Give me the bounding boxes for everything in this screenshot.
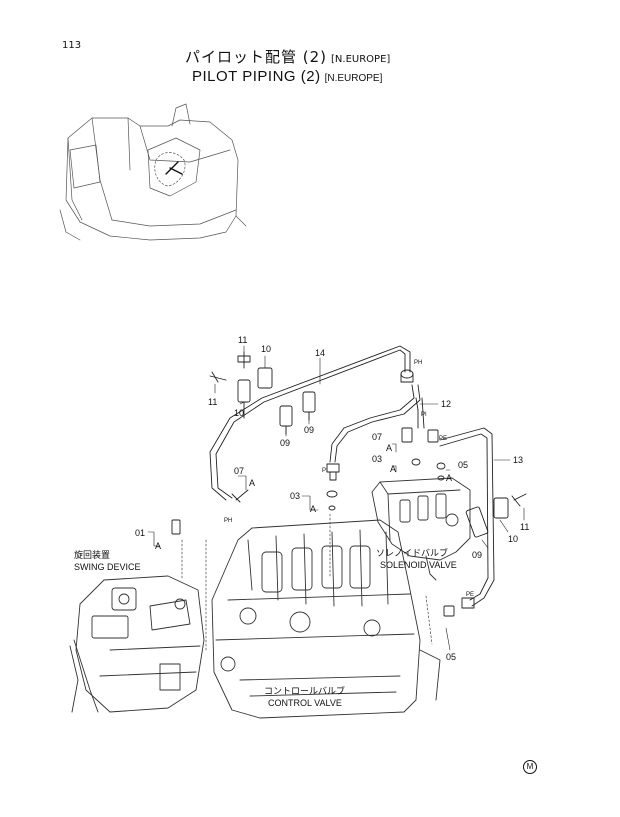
- caption-control-jp: コントロールバルブ: [264, 685, 345, 696]
- callout-09-left: 09: [280, 438, 290, 448]
- port-marks: PH PH PI PI PE PE: [224, 360, 474, 598]
- port-ph-lower: PH: [224, 518, 232, 524]
- callout-labels: 11 10 14 11 10 09 09 12 13 07 03 A A 05 …: [135, 335, 529, 662]
- callout-a-5: A: [310, 504, 316, 514]
- callout-11-right: 11: [520, 522, 529, 532]
- caption-control-en: CONTROL VALVE: [268, 698, 342, 708]
- title-english: PILOT PIPING (2)[N.EUROPE]: [192, 68, 382, 85]
- title-en-region: [N.EUROPE]: [324, 73, 383, 84]
- title-japanese: パイロット配管 (2)[N.EUROPE]: [185, 46, 390, 67]
- callout-09-mid: 09: [304, 425, 314, 435]
- callout-09-right: 09: [472, 550, 482, 560]
- callout-07-left: 07: [234, 466, 244, 476]
- leader-lines: [147, 345, 525, 651]
- callout-05-upper: 05: [458, 460, 468, 470]
- callout-10-right: 10: [508, 534, 518, 544]
- callout-10-top: 10: [261, 344, 271, 354]
- callout-11-top: 11: [238, 335, 247, 345]
- page-number: 113: [62, 40, 82, 51]
- callout-a-4: A: [446, 473, 452, 483]
- callout-a-3: A: [390, 464, 396, 474]
- title-jp-region: [N.EUROPE]: [331, 54, 391, 65]
- title-en-text: PILOT PIPING (2): [192, 68, 321, 85]
- caption-solenoid-jp: ソレノイドバルブ: [376, 547, 448, 558]
- callout-12: 12: [441, 399, 451, 409]
- footer-m-mark: M: [523, 760, 537, 774]
- callout-03-right: 03: [372, 454, 382, 464]
- port-pi-lower: PI: [322, 468, 328, 474]
- pilot-pipe-12: [326, 384, 425, 481]
- caption-swing-en: SWING DEVICE: [74, 562, 141, 572]
- caption-swing-jp: 旋回装置: [74, 549, 110, 560]
- callout-10-mid: 10: [234, 408, 244, 418]
- caption-solenoid-en: SOLENOID VALVE: [380, 560, 457, 570]
- swing-device-assembly: [69, 575, 205, 713]
- port-pi-upper: PI: [421, 412, 427, 418]
- callout-a-1: A: [249, 478, 255, 488]
- callout-13: 13: [513, 455, 523, 465]
- callout-07-right: 07: [372, 432, 382, 442]
- callout-14: 14: [315, 348, 325, 358]
- pilot-pipe-13: [439, 427, 495, 609]
- callout-03-mid: 03: [290, 491, 300, 501]
- excavator-locator-sketch: [59, 103, 247, 241]
- port-ph-upper: PH: [414, 360, 422, 366]
- clamp-group-right: [465, 493, 527, 538]
- port-pe-upper: PE: [439, 436, 447, 442]
- callout-11-left: 11: [208, 397, 217, 407]
- pilot-pipe-14: [209, 345, 414, 501]
- fittings-column: [171, 427, 455, 617]
- callout-05-lower: 05: [446, 652, 456, 662]
- control-valve-assembly: [211, 519, 441, 719]
- port-pe-lower: PE: [466, 592, 474, 598]
- callout-a-swing: A: [155, 541, 161, 551]
- callout-01: 01: [135, 528, 145, 538]
- title-jp-text: パイロット配管 (2): [185, 48, 328, 66]
- clamp-group-upper: [209, 351, 316, 435]
- callout-a-2: A: [386, 443, 392, 453]
- component-captions: 旋回装置 SWING DEVICE ソレノイドバルブ SOLENOID VALV…: [74, 547, 457, 708]
- solenoid-valve-block: [371, 477, 471, 581]
